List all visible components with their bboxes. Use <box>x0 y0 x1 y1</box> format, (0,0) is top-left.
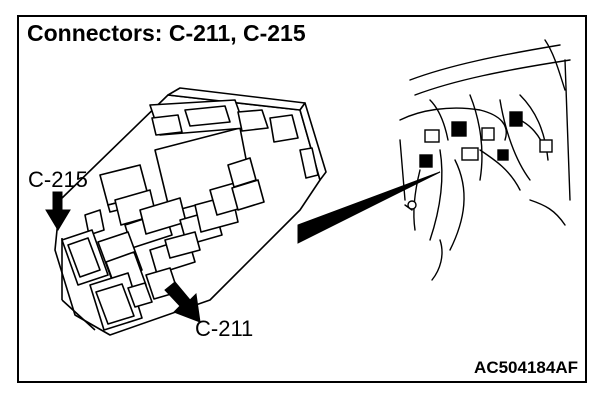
figure-code: AC504184AF <box>474 358 578 377</box>
location-pointer <box>297 171 441 244</box>
diagram-title: Connectors: C-211, C-215 <box>27 20 306 46</box>
c215-arrow <box>45 191 71 231</box>
c211-arrow <box>164 281 201 323</box>
c215-label: C-215 <box>28 167 88 192</box>
dashboard-sketch <box>399 39 571 281</box>
c211-label: C-211 <box>195 316 254 341</box>
junction-block <box>54 87 327 336</box>
